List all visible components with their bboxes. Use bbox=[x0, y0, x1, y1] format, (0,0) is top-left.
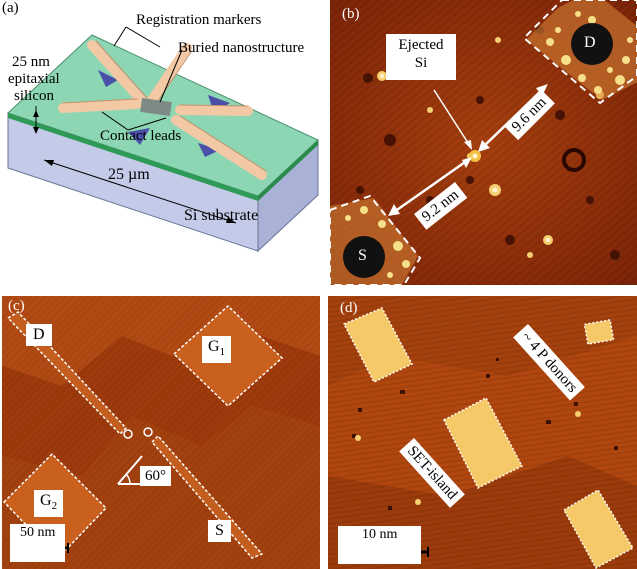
gate-2-label: G2 bbox=[34, 490, 64, 518]
angle-label: 60° bbox=[140, 466, 171, 486]
island-lower-right bbox=[562, 488, 635, 569]
scale-25um-label: 25 µm bbox=[108, 166, 150, 183]
epitaxial-layer-edge bbox=[8, 113, 258, 201]
substrate-label: Si substrate bbox=[184, 207, 259, 224]
panel-b-label: (b) bbox=[342, 6, 360, 22]
ejected-si-line2: Si bbox=[414, 55, 428, 71]
buried-nanostructure bbox=[140, 97, 172, 117]
gate-1-text: G bbox=[208, 338, 220, 355]
epitaxial-label-line2: epitaxial bbox=[8, 71, 60, 87]
panel-d-label: (d) bbox=[340, 300, 358, 316]
panel-a-label: (a) bbox=[2, 0, 19, 16]
ejected-si-label: Ejected Si bbox=[386, 34, 456, 80]
buried-nanostructure-label: Buried nanostructure bbox=[178, 40, 305, 56]
island-upper-left bbox=[342, 307, 414, 383]
contact-leads bbox=[58, 40, 267, 180]
gate-2-sub: 2 bbox=[51, 500, 58, 513]
source-label: S bbox=[208, 520, 231, 542]
scalebar-c-label: 50 nm bbox=[10, 524, 66, 562]
gate-1-label: G1 bbox=[202, 336, 232, 364]
drain-contact bbox=[571, 23, 613, 65]
epitaxial-label-line1: 25 nm bbox=[12, 54, 50, 70]
panel-b: (b) Ejected Si D S 9.6 nm 9.2 nm bbox=[330, 0, 637, 285]
device-schematic bbox=[7, 26, 319, 253]
epitaxial-label-line3: silicon bbox=[14, 88, 54, 104]
quantum-dot bbox=[143, 427, 153, 437]
registration-marker bbox=[128, 128, 150, 145]
set-island bbox=[443, 396, 524, 490]
panel-c: (c) D G1 G2 60° S 50 nm bbox=[2, 296, 320, 569]
source-label: S bbox=[358, 247, 367, 264]
gate-2-text: G bbox=[40, 492, 52, 509]
source-contact bbox=[343, 236, 385, 278]
quantum-dot bbox=[123, 429, 133, 439]
registration-marker bbox=[98, 70, 118, 87]
source-lead bbox=[150, 434, 264, 559]
drain-label: D bbox=[584, 34, 596, 51]
registration-markers-label: Registration markers bbox=[136, 12, 262, 28]
p-donor-cluster bbox=[583, 319, 615, 345]
stm-image-b bbox=[330, 0, 637, 285]
panel-a: (a) Registration markers Buried nanostru… bbox=[0, 0, 320, 285]
panel-d: (d) ~ 4 P donors SET-island 10 nm bbox=[328, 296, 637, 569]
ejected-si-line1: Ejected bbox=[398, 37, 444, 53]
registration-marker bbox=[198, 143, 220, 157]
panel-c-label: (c) bbox=[8, 298, 25, 314]
drain-label: D bbox=[26, 324, 52, 346]
contact-leads-label: Contact leads bbox=[100, 128, 182, 144]
scalebar-d-label: 10 nm bbox=[338, 526, 422, 564]
gate-1-sub: 1 bbox=[219, 346, 226, 359]
